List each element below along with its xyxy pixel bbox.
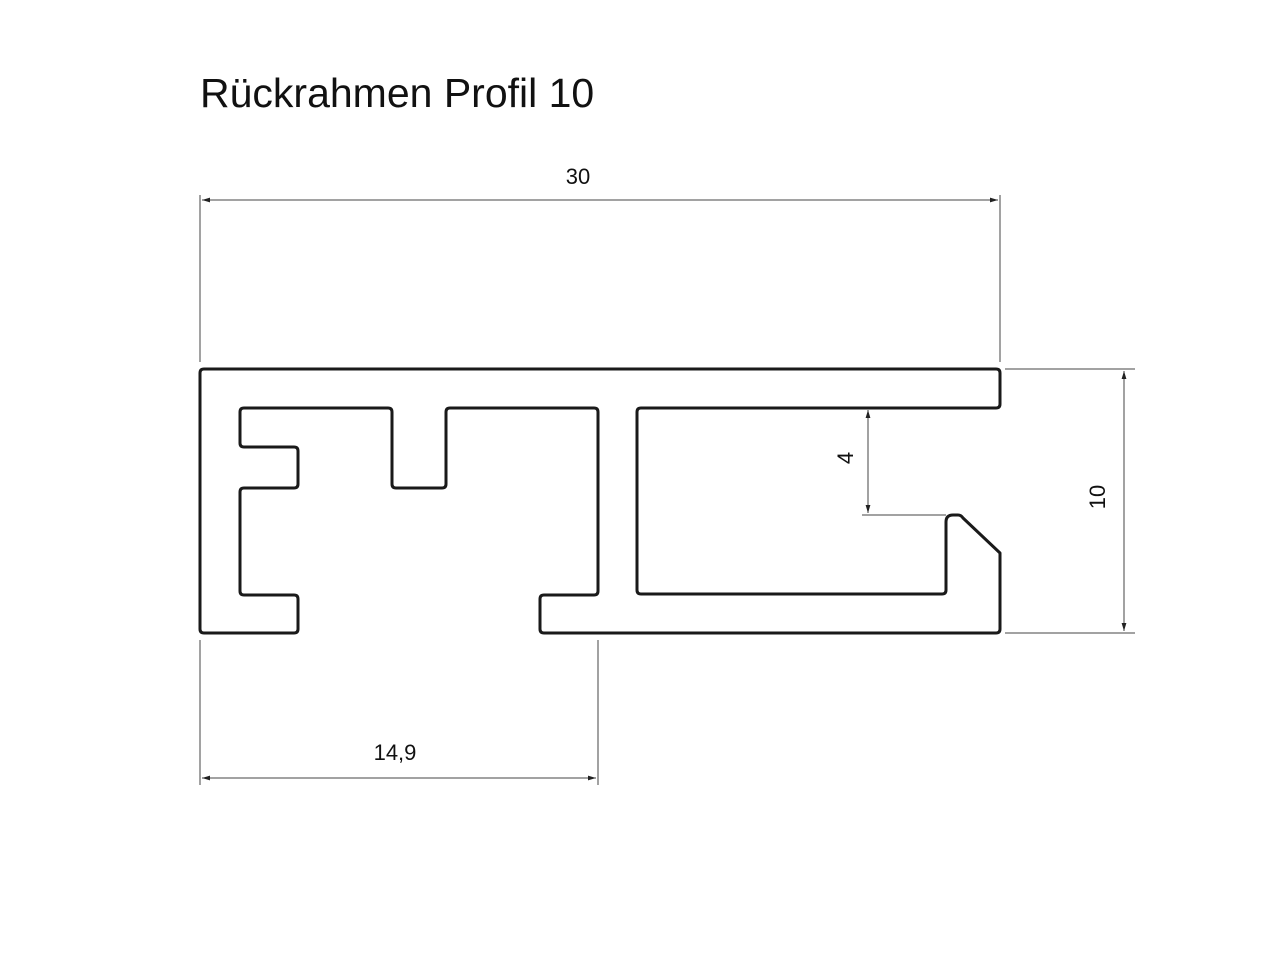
profile-outline	[198, 367, 1002, 635]
drawing-title: Rückrahmen Profil 10	[200, 70, 595, 116]
dimension-label-partial-width: 14,9	[374, 740, 417, 765]
dimension-total-width	[199, 195, 1001, 362]
dimension-label-total-width: 30	[566, 164, 590, 189]
dimension-height	[1005, 368, 1135, 634]
dimension-groove-depth	[862, 410, 946, 516]
dimension-label-groove-depth: 4	[833, 452, 858, 464]
dimension-partial-width	[199, 640, 599, 785]
dimension-label-height: 10	[1085, 485, 1110, 509]
